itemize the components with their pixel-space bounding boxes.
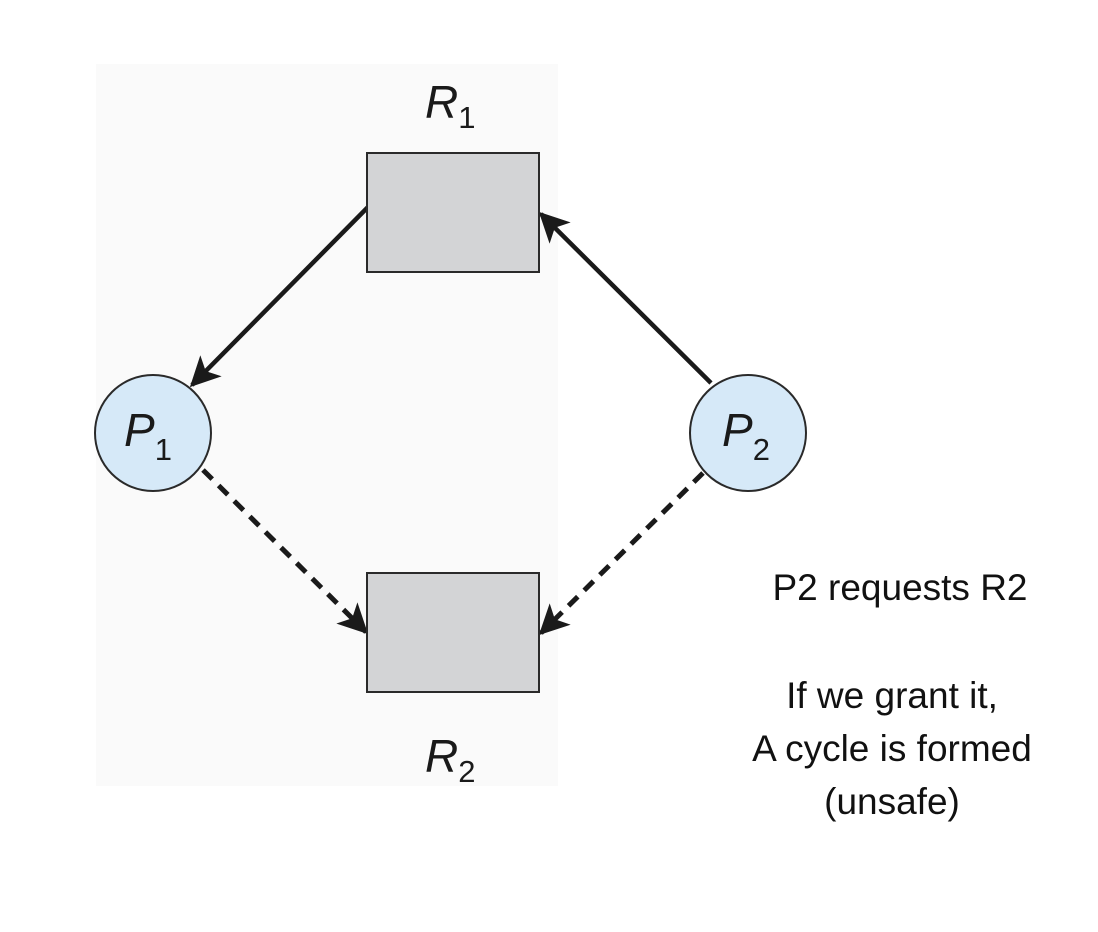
assignment-edge-r1-to-p1	[189, 204, 371, 388]
cycle-note-line-1: If we grant it,	[786, 675, 998, 716]
process-p2-node	[689, 374, 807, 492]
process-p2-label: P2	[722, 404, 770, 467]
resource-r2-label: R2	[425, 730, 475, 789]
request-edge-p2-to-r2	[538, 471, 705, 636]
process-p1-label: P1	[124, 404, 172, 467]
assignment-edge-p2-to-r1	[538, 211, 713, 385]
resource-r1-label: R1	[425, 76, 475, 135]
cycle-note-line-2: A cycle is formed	[752, 728, 1032, 769]
process-p1-node	[94, 374, 212, 492]
claim-edge-p1-to-r2	[201, 468, 369, 635]
resource-r1-box	[366, 152, 540, 273]
resource-r2-box	[366, 572, 540, 693]
request-note: P2 requests R2	[772, 567, 1028, 608]
cycle-note-line-3: (unsafe)	[824, 781, 960, 822]
cycle-note: If we grant it, A cycle is formed (unsaf…	[712, 669, 1072, 828]
